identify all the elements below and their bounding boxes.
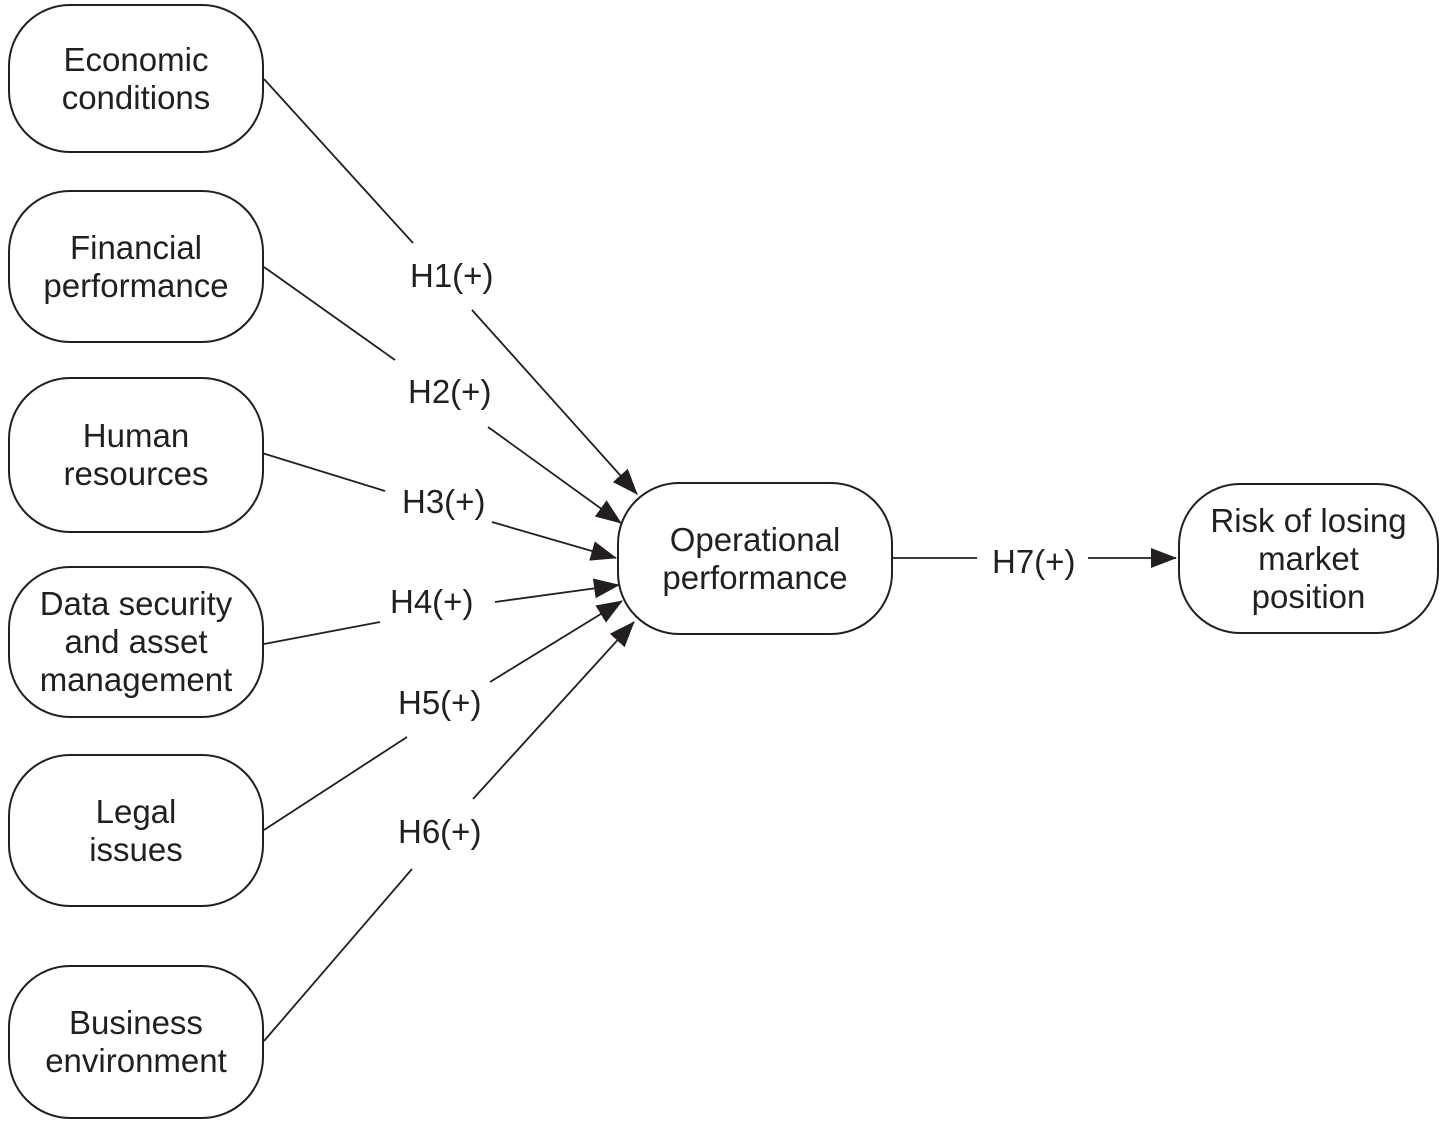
edge-h6-segment1	[263, 868, 413, 1042]
node-business-environment: Business environment	[8, 965, 264, 1119]
label-h1: H1(+)	[410, 256, 494, 296]
label-h5: H5(+)	[398, 683, 482, 723]
edge-h5-segment1	[263, 736, 408, 831]
node-risk-of-losing-market-position: Risk of losing market position	[1178, 483, 1439, 634]
label-h2: H2(+)	[408, 372, 492, 412]
edge-h4-segment1	[263, 621, 381, 645]
edge-h4-arrow	[494, 578, 620, 603]
node-data-security-asset-management: Data security and asset management	[8, 566, 264, 718]
node-financial-performance: Financial performance	[8, 190, 264, 343]
node-legal-issues: Legal issues	[8, 754, 264, 907]
edge-h2-arrow	[487, 426, 622, 524]
label-h6: H6(+)	[398, 812, 482, 852]
edge-h2-segment1	[263, 266, 396, 361]
edge-h1-arrow	[471, 309, 638, 495]
node-economic-conditions: Economic conditions	[8, 4, 264, 153]
node-human-resources: Human resources	[8, 377, 264, 533]
edge-h5-arrow	[489, 600, 623, 683]
label-h3: H3(+)	[402, 482, 486, 522]
edge-h1-segment1	[263, 78, 414, 244]
label-h7: H7(+)	[992, 542, 1076, 582]
label-h4: H4(+)	[390, 582, 474, 622]
edge-h3-arrow	[491, 521, 617, 561]
edge-h6-arrow	[472, 621, 635, 800]
edge-h3-segment1	[261, 452, 386, 492]
node-operational-performance: Operational performance	[617, 482, 893, 635]
